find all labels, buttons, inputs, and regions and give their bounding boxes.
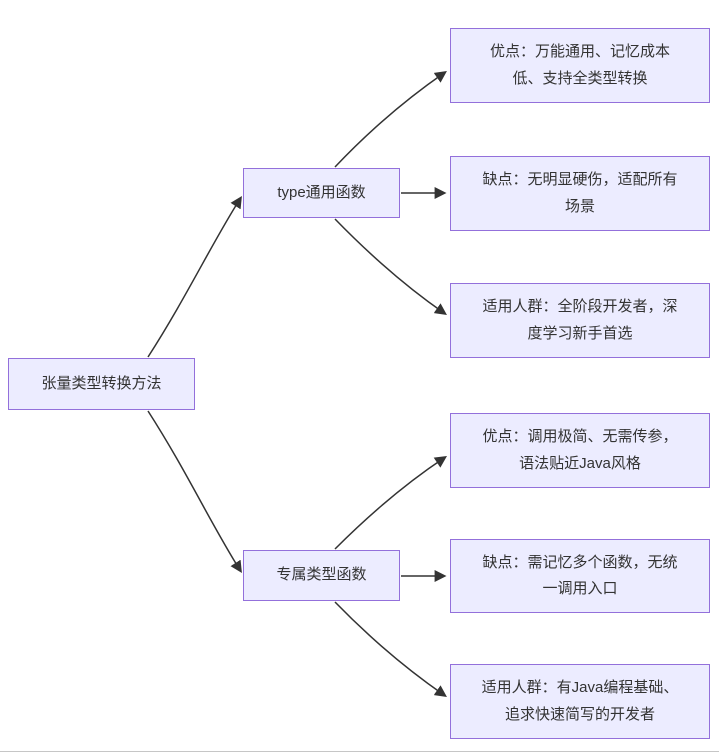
edge-root-to-type-branch [147, 195, 242, 358]
node-type-pros-label: 优点：万能通用、记忆成本低、支持全类型转换 [489, 43, 670, 87]
node-dedicated-pros-label: 优点：调用极简、无需传参，语法贴近Java风格 [482, 428, 678, 472]
node-root: 张量类型转换方法 [8, 358, 195, 410]
node-dedicated-pros: 优点：调用极简、无需传参，语法贴近Java风格 [450, 413, 710, 488]
edge-dedicated-to-pros [334, 456, 447, 550]
edge-type-to-pros [334, 70, 447, 168]
node-dedicated-cons: 缺点：需记忆多个函数，无统一调用入口 [450, 539, 710, 613]
node-root-label: 张量类型转换方法 [41, 374, 162, 392]
node-dedicated-cons-label: 缺点：需记忆多个函数，无统一调用入口 [482, 553, 678, 597]
node-type-audience: 适用人群：全阶段开发者，深度学习新手首选 [450, 283, 710, 358]
node-branch-type-label: type通用函数 [277, 183, 366, 201]
edge-type-to-audience [334, 218, 447, 316]
node-type-audience-label: 适用人群：全阶段开发者，深度学习新手首选 [482, 298, 678, 342]
node-dedicated-audience-label: 适用人群：有Java编程基础、追求快速简写的开发者 [481, 679, 679, 723]
node-type-cons: 缺点：无明显硬伤，适配所有场景 [450, 156, 710, 231]
node-type-cons-label: 缺点：无明显硬伤，适配所有场景 [482, 171, 678, 215]
node-dedicated-audience: 适用人群：有Java编程基础、追求快速简写的开发者 [450, 664, 710, 739]
edge-root-to-dedicated-branch [147, 410, 242, 574]
node-type-pros: 优点：万能通用、记忆成本低、支持全类型转换 [450, 28, 710, 103]
node-branch-dedicated-label: 专属类型函数 [276, 566, 367, 584]
node-branch-type: type通用函数 [243, 168, 400, 218]
bottom-divider [0, 751, 719, 752]
edge-dedicated-to-audience [334, 601, 447, 698]
node-branch-dedicated: 专属类型函数 [243, 550, 400, 601]
